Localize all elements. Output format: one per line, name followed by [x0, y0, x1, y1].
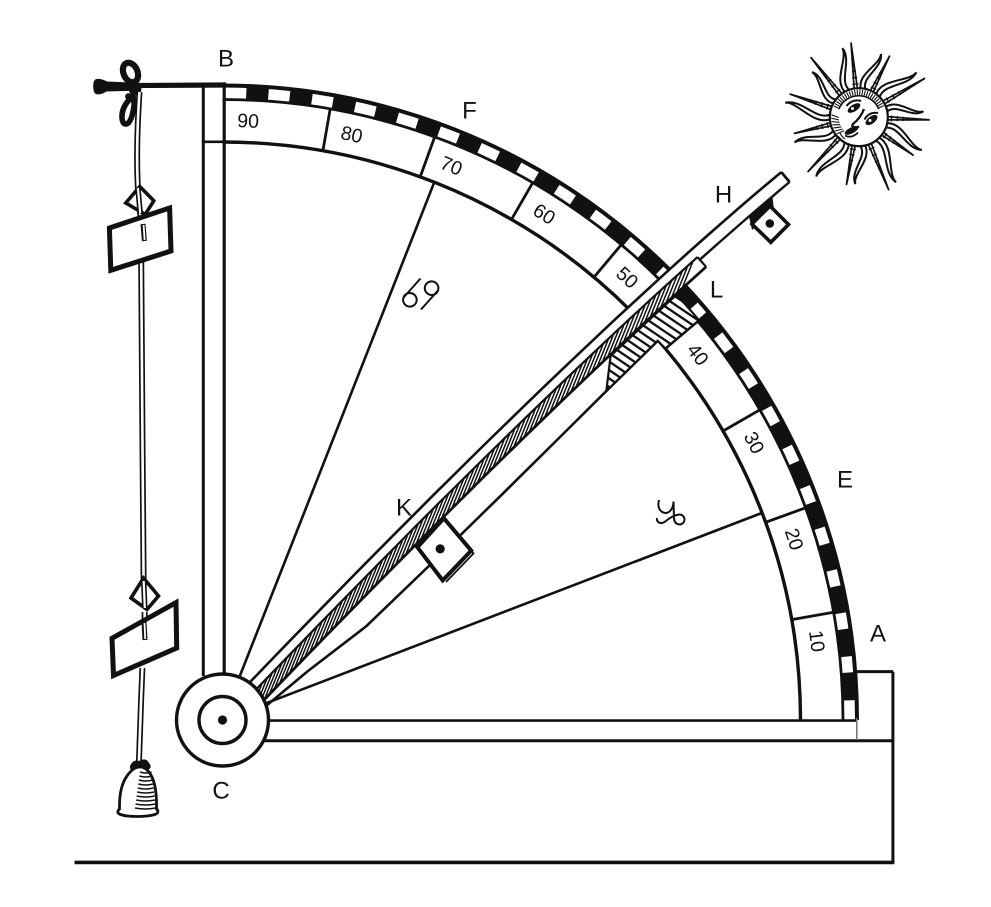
- svg-text:F: F: [462, 97, 477, 124]
- svg-text:L: L: [710, 276, 723, 303]
- svg-text:B: B: [218, 45, 234, 72]
- svg-text:40: 40: [682, 340, 713, 371]
- svg-text:H: H: [715, 181, 732, 208]
- svg-text:10: 10: [804, 629, 829, 654]
- svg-text:30: 30: [739, 428, 769, 458]
- svg-text:A: A: [870, 620, 886, 647]
- svg-text:E: E: [837, 466, 853, 493]
- svg-text:50: 50: [611, 263, 642, 294]
- svg-text:60: 60: [529, 199, 559, 229]
- svg-text:90: 90: [237, 110, 260, 133]
- svg-text:K: K: [396, 494, 412, 521]
- svg-text:20: 20: [780, 526, 808, 553]
- svg-text:C: C: [212, 777, 229, 804]
- svg-text:80: 80: [339, 122, 365, 148]
- svg-text:70: 70: [437, 152, 466, 181]
